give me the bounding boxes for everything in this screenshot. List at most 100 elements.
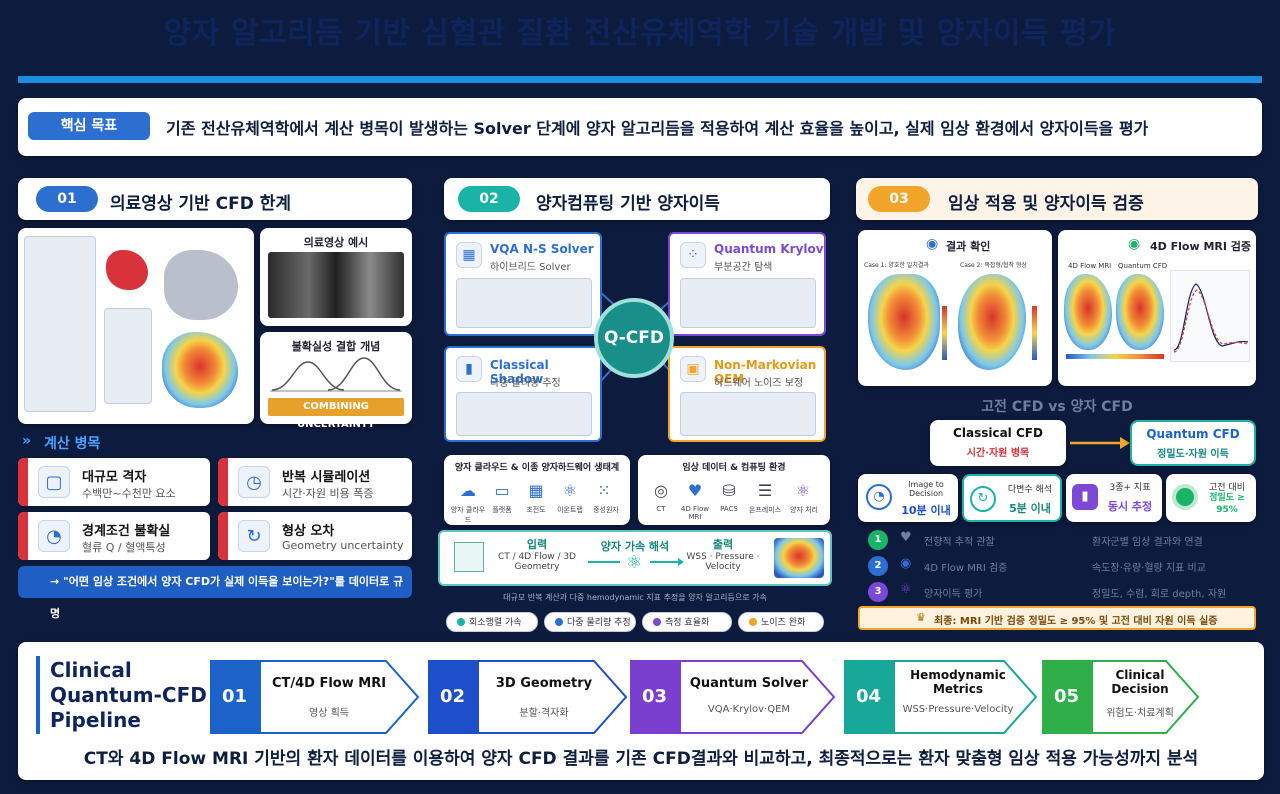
case1-wss-map [868, 274, 940, 370]
final-goal-text: 최종: MRI 기반 검증 정밀도 ≥ 95% 및 고전 대비 자원 이득 실증 [934, 616, 1218, 627]
accel-note: 대규모 반복 계산과 다중 hemodynamic 지표 추정을 양자 알고리듬… [503, 593, 767, 602]
krylov-sub: 부분공간 탐색 [714, 262, 773, 273]
bottleneck-1-sub: 수백만~수천만 요소 [82, 487, 176, 500]
data-item-3: PACS [720, 505, 738, 513]
qcfd-flow-map [1116, 274, 1164, 350]
cloud-item-5: 중성원자 [593, 506, 619, 514]
bars-icon: ▮ [1072, 484, 1098, 510]
data-item-2: 4D Flow MRI [680, 505, 710, 521]
io-flow-panel: 입력 CT / 4D Flow / 3D Geometry 양자 가속 해석 ⚛… [438, 530, 832, 586]
refresh-icon: ↻ [970, 486, 996, 512]
result-title: 결과 확인 [946, 240, 991, 253]
uncertainty-title: 불확실성 결합 개념 [291, 340, 381, 353]
qcfd-center-badge: Q-CFD [594, 298, 674, 378]
flow-mri-map [1064, 274, 1112, 350]
uncertainty-card: 불확실성 결합 개념 COMBINING UNCERTAINTY [260, 332, 412, 430]
cloud-icon: ☁ [460, 481, 476, 500]
bottleneck-repeat-sim: ◷ 반복 시뮬레이션 시간·자원 비용 폭증 [218, 458, 412, 506]
bottleneck-large-mesh: ▢ 대규모 격자 수백만~수천만 요소 [18, 458, 210, 506]
quantum-process-icon: ⚛ [795, 481, 811, 500]
input-label: 입력 [526, 538, 548, 551]
metric-3-title: 3종+ 지표 [1109, 483, 1151, 493]
pill-sparse: 회소행렬 가속 [446, 612, 538, 632]
pipeline-accent-bar [36, 656, 40, 734]
list-3-desc: 정밀도, 수렴, 회로 depth, 자원 [1092, 589, 1227, 600]
output-sub: WSS · Pressure · Velocity [686, 552, 760, 572]
pill-multi: 다중 물리량 추정 [544, 612, 636, 632]
bottleneck-geometry: ↻ 형상 오차 Geometry uncertainty [218, 512, 412, 560]
flow-curve-plot [1170, 270, 1250, 362]
metric-4-title: 고전 대비 [1209, 483, 1245, 493]
processor-icon: ▣ [680, 356, 706, 382]
step-1-sub: 영상 획득 [309, 708, 349, 719]
section-3-header: 03 임상 적용 및 양자이득 검증 [856, 178, 1258, 220]
section-1-number: 01 [36, 186, 98, 212]
atom-icon-flow: ⚛ [626, 552, 643, 573]
wss-colorbar-2 [1032, 306, 1037, 360]
monitor-icon: ▭ [494, 481, 510, 500]
step-4-sub: WSS·Pressure·Velocity [902, 704, 1014, 715]
bottleneck-4-sub: Geometry uncertainty [282, 539, 404, 552]
goal-panel [18, 98, 1262, 156]
medical-image-caption: 의료영상 예시 [303, 236, 369, 249]
gauge-icon: ◔ [38, 520, 70, 552]
title-divider [18, 76, 1262, 83]
quantum-cfd-box: Quantum CFD 정밀도·자원 이득 [1130, 420, 1256, 466]
cloud-item-3: 초전도 [526, 506, 546, 514]
timer-icon: ◔ [866, 484, 892, 510]
list-2-num: 2 [868, 556, 888, 576]
page-title: 양자 알고리듬 기반 심혈관 질환 전산유체역학 기술 개발 및 양자이득 평가 [163, 16, 1117, 51]
list-2-desc: 속도장·유량·혈량 지표 비교 [1092, 563, 1206, 574]
cloud-title: 양자 클라우드 & 이종 양자하드웨어 생태계 [454, 463, 620, 473]
pill-2-label: 다중 물리량 추정 [567, 618, 631, 628]
medical-image-card: 의료영상 예시 [260, 228, 412, 326]
uncertainty-banner: COMBINING UNCERTAINTY [268, 398, 404, 430]
metric-image-to-decision: ◔ Image to Decision 10분 이내 [858, 474, 958, 522]
geometry-cube-icon [454, 542, 484, 572]
data-item-4: 온프레미스 [748, 506, 782, 514]
step-1-num: 01 [222, 686, 248, 707]
cfd-model-figure [18, 228, 254, 424]
list-3-label: 양자이득 평가 [924, 589, 983, 600]
section-3-number: 03 [868, 186, 930, 212]
uncertainty-curves [270, 357, 402, 392]
section-1-header: 01 의료영상 기반 CFD 한계 [18, 178, 412, 220]
target-icon [1172, 484, 1198, 510]
section-3-title: 임상 적용 및 양자이득 검증 [948, 194, 1144, 214]
pill-measure: 측정 효율화 [642, 612, 732, 632]
model-input-plots [104, 308, 152, 404]
database-icon: ⛁ [722, 481, 736, 500]
flow-sub-mri: 4D Flow MRI [1068, 262, 1112, 270]
trophy-icon: ♛ [916, 611, 926, 624]
pipeline-title-line-3: Pipeline [50, 708, 141, 732]
step-5-sub: 위험도·치료계획 [1106, 708, 1174, 719]
bottleneck-2-title: 반복 시뮬레이션 [282, 470, 371, 485]
list-3-num: 3 [868, 582, 888, 602]
classical-cfd-box: Classical CFD 시간·자원 병목 [930, 420, 1066, 466]
step-3-title: Quantum Solver [689, 676, 809, 691]
step-3-sub: VQA·Krylov·QEM [707, 704, 791, 715]
shadow-figure [456, 392, 592, 436]
pipeline-step-2: 02 3D Geometry 분할·격자화 [428, 660, 628, 734]
server-icon: ☰ [757, 481, 773, 500]
krylov-figure [680, 278, 816, 328]
list-1-num: 1 [868, 530, 888, 550]
metric-three-indicators: ▮ 3종+ 지표 동시 추정 [1066, 474, 1162, 522]
step-2-title: 3D Geometry [495, 676, 593, 691]
model-input-heart [106, 250, 148, 290]
cycle-icon: ↻ [238, 520, 270, 552]
wss-colorbar-1 [942, 306, 947, 360]
cube-icon: ▢ [38, 466, 70, 498]
bottleneck-boundary: ◔ 경계조건 불확실 혈류 Q / 혈액특성 [18, 512, 210, 560]
result-chart-icon: ◉ [926, 236, 939, 252]
flow-mri-card: ◉ 4D Flow MRI 검증 4D Flow MRI Quantum CFD [1058, 230, 1256, 386]
ct-scanner-icon: ◎ [654, 481, 668, 500]
qem-title: Non-Markovian QEM [714, 358, 817, 386]
bottleneck-3-sub: 혈류 Q / 혈액특성 [82, 541, 166, 554]
vqa-sub: 하이브리드 Solver [490, 262, 571, 273]
list-1-label: 전향적 추적 관찰 [924, 537, 995, 548]
bottleneck-chevron-icon: » [22, 433, 32, 449]
pipeline-title: Clinical Quantum-CFD Pipeline [50, 658, 207, 733]
output-label: 출력 [712, 538, 734, 551]
input-sub: CT / 4D Flow / 3D Geometry [497, 552, 576, 572]
